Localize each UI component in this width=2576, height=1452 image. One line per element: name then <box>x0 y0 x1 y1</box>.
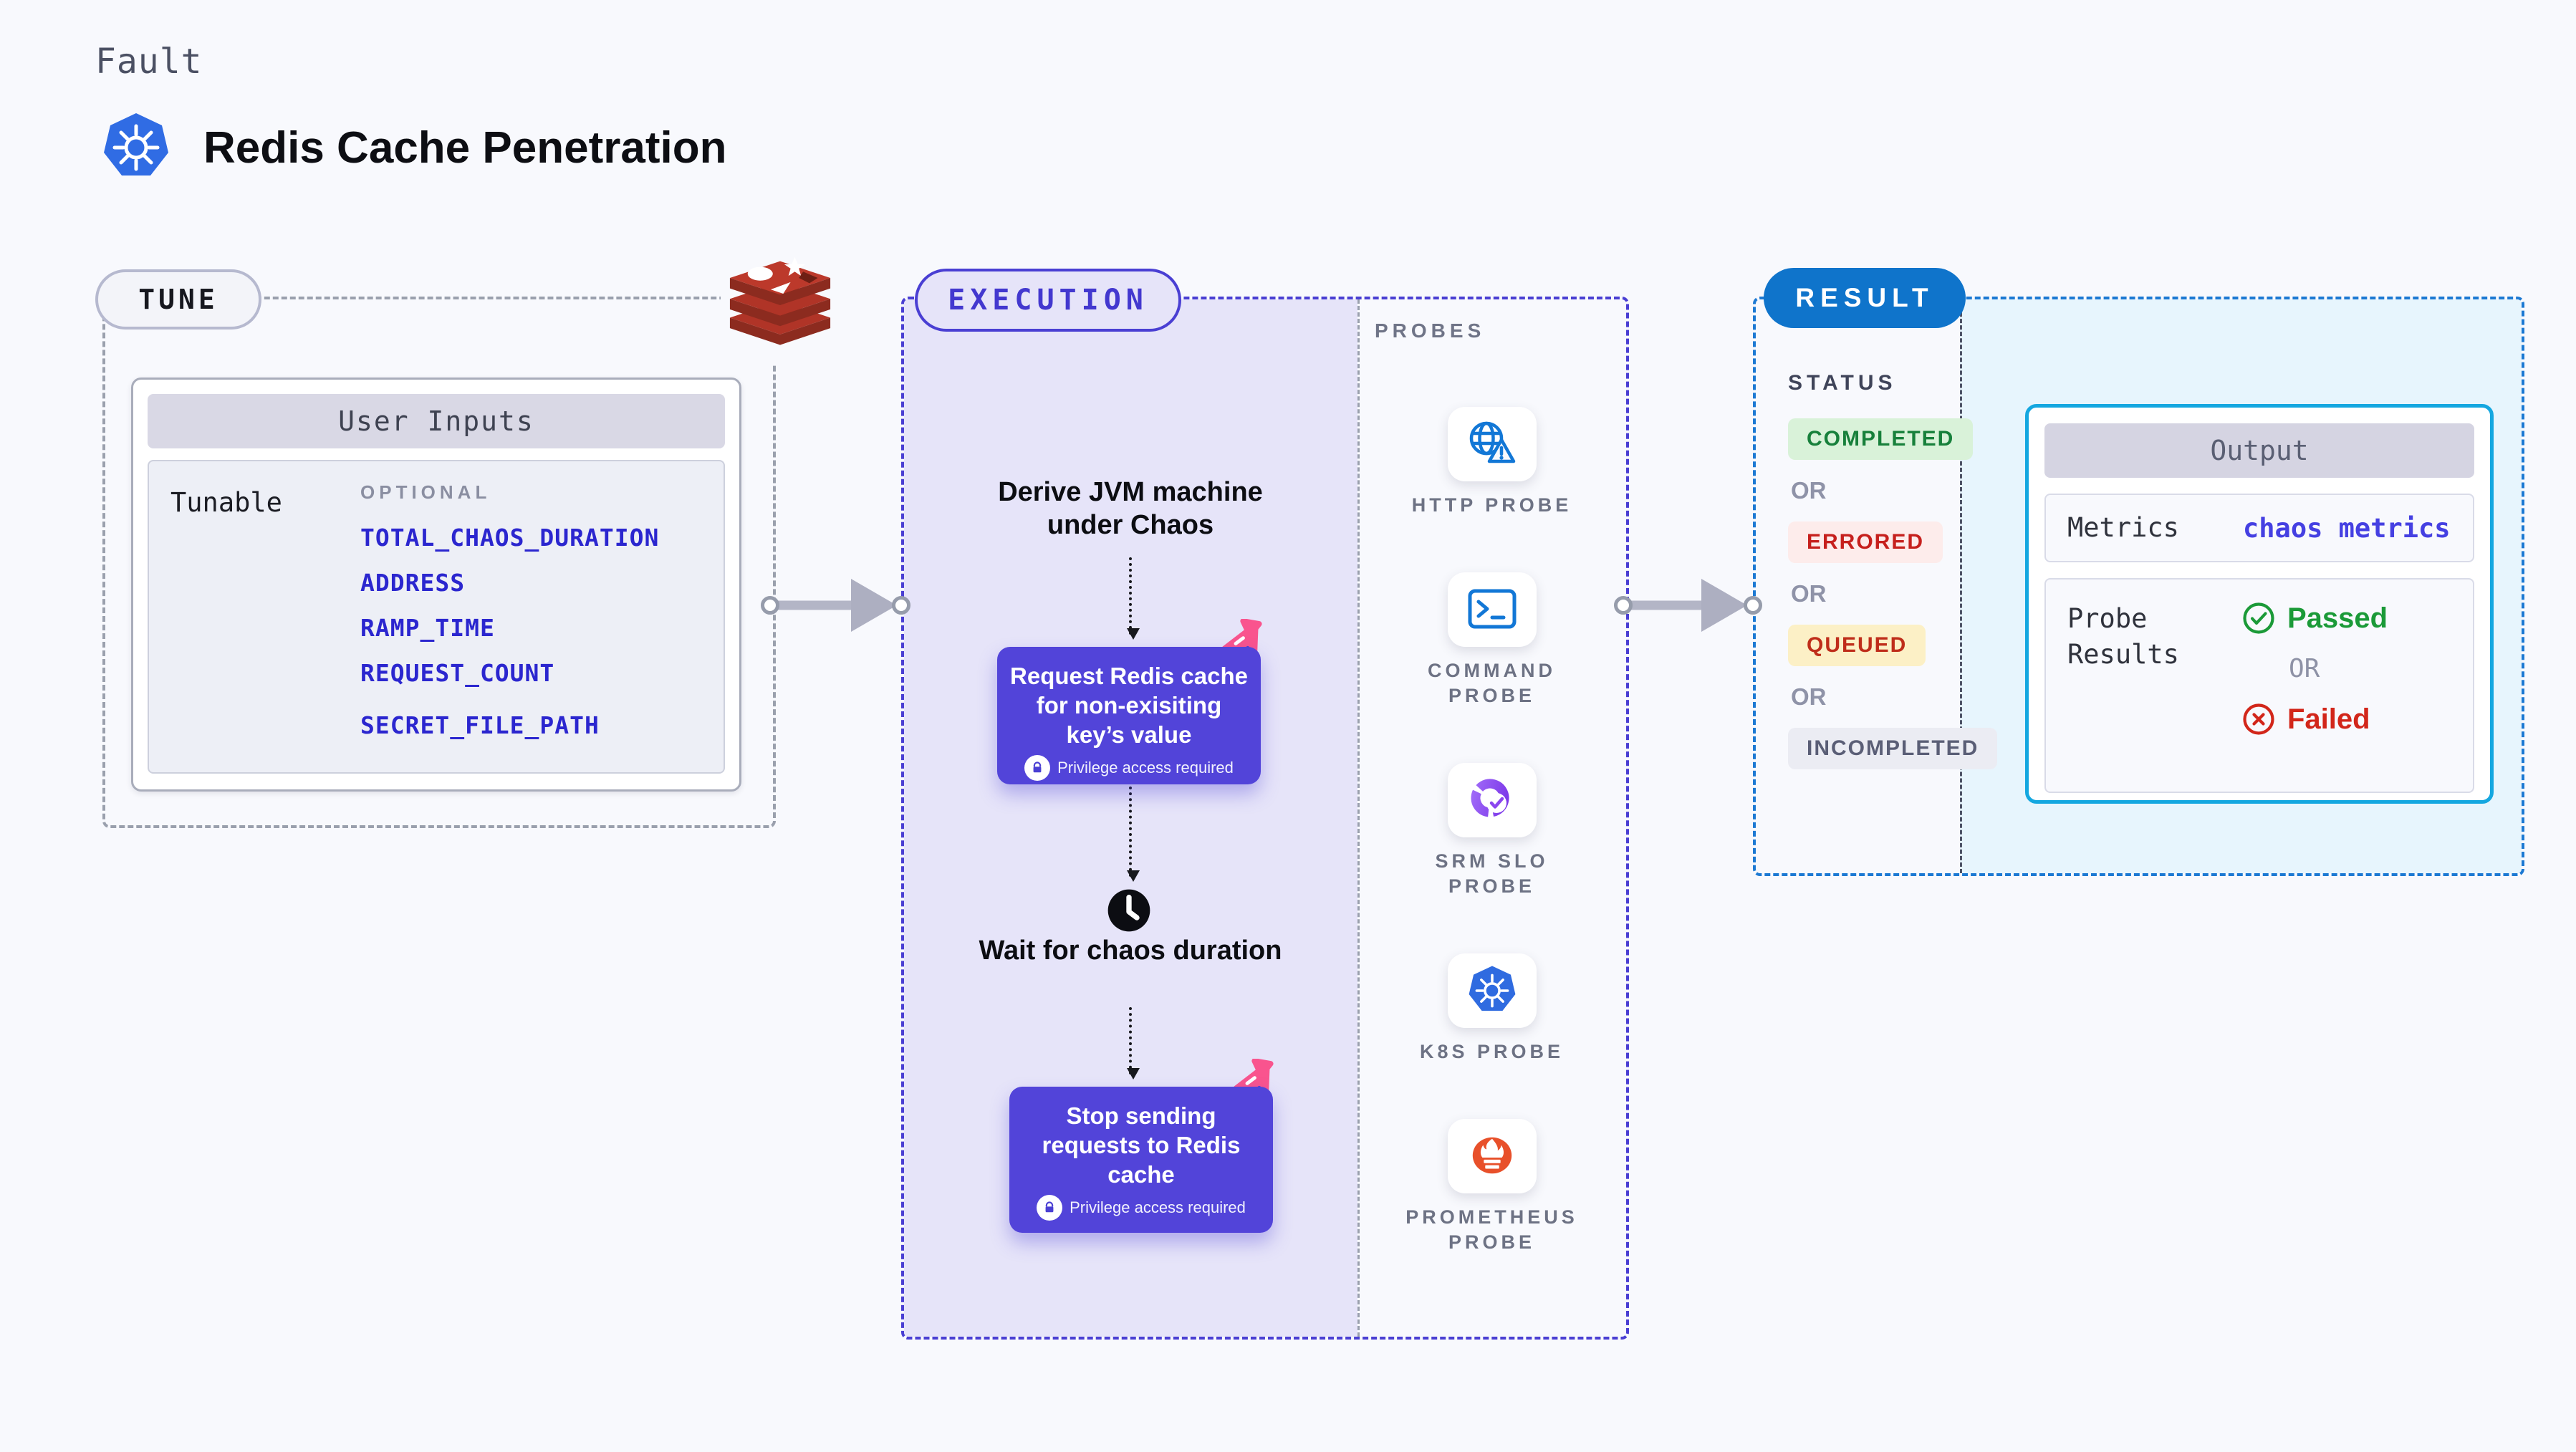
output-title: Output <box>2044 423 2474 478</box>
lock-icon <box>1024 755 1051 781</box>
stop-requests-step-label: Stop sending requests to Redis cache <box>1042 1102 1241 1188</box>
execution-pill: EXECUTION <box>915 269 1181 332</box>
user-inputs-card: User Inputs Tunable OPTIONAL TOTAL_CHAOS… <box>131 378 741 792</box>
request-redis-step-label: Request Redis cache for non-exisiting ke… <box>1010 663 1248 748</box>
probe-label: K8S PROBE <box>1419 1041 1565 1062</box>
connector-request-to-wait <box>1127 787 1140 882</box>
execution-connector-dot-left <box>892 596 910 615</box>
x-circle-icon <box>2243 703 2274 735</box>
connector-wait-to-stop <box>1127 1007 1140 1080</box>
inputs-list: OPTIONAL TOTAL_CHAOS_DURATION ADDRESS RA… <box>360 481 659 756</box>
failed-row: Failed <box>2241 702 2388 736</box>
prometheus-flame-icon <box>1447 1119 1537 1193</box>
terminal-icon <box>1447 572 1537 647</box>
status-badge-completed: COMPLETED <box>1788 418 1974 460</box>
status-badge-queued: QUEUED <box>1788 625 1926 666</box>
probes-title: PROBES <box>1375 319 1486 342</box>
connector-derive-to-request <box>1127 557 1140 640</box>
result-pill: RESULT <box>1764 268 1966 328</box>
status-badge-incompleted: INCOMPLETED <box>1788 728 1998 769</box>
fault-category-label: Fault <box>95 42 203 82</box>
clock-icon <box>1105 887 1153 934</box>
metrics-value: chaos metrics <box>2243 512 2451 544</box>
execution-probes-divider <box>1357 299 1360 1337</box>
execution-connector-dot-right <box>1614 596 1633 615</box>
probe-results-row: Probe Results Passed OR Failed <box>2044 578 2474 793</box>
probe-results-values: Passed OR Failed <box>2241 601 2388 736</box>
stop-requests-step: Stop sending requests to Redis cache Pri… <box>1009 1087 1273 1233</box>
user-inputs-title: User Inputs <box>148 394 725 448</box>
tune-connector-dot <box>761 596 779 615</box>
wait-step-label: Wait for chaos duration <box>979 936 1282 966</box>
page-title: Redis Cache Penetration <box>203 122 727 173</box>
probe-results-label: Probe Results <box>2067 603 2179 670</box>
kubernetes-icon <box>100 112 172 183</box>
or-label: OR <box>1791 683 1827 710</box>
status-list: COMPLETED OR ERRORED OR QUEUED OR INCOMP… <box>1788 418 1998 769</box>
failed-label: Failed <box>2287 703 2370 735</box>
result-connector-dot <box>1744 596 1762 615</box>
or-label: OR <box>1791 580 1827 607</box>
request-redis-step: Request Redis cache for non-exisiting ke… <box>997 647 1261 784</box>
probe-label: COMMAND PROBE <box>1428 660 1556 706</box>
user-inputs-body: Tunable OPTIONAL TOTAL_CHAOS_DURATION AD… <box>148 460 725 774</box>
result-section: STATUS COMPLETED OR ERRORED OR QUEUED OR… <box>1753 297 2524 876</box>
input-ramp-time: RAMP_TIME <box>360 614 495 642</box>
probe-k8s: K8S PROBE <box>1388 953 1596 1064</box>
status-badge-errored: ERRORED <box>1788 521 1943 563</box>
globe-warning-icon <box>1447 407 1537 481</box>
tunable-label: Tunable <box>170 487 282 518</box>
metrics-label: Metrics <box>2067 512 2179 543</box>
input-request-count: REQUEST_COUNT <box>360 659 555 687</box>
probes-list: HTTP PROBE COMMAND PROBE <box>1357 407 1626 1255</box>
probe-label: HTTP PROBE <box>1411 494 1572 516</box>
execution-to-result-arrowhead <box>1701 579 1747 632</box>
probe-prometheus: PROMETHEUS PROBE <box>1388 1119 1596 1255</box>
probe-label: PROMETHEUS PROBE <box>1405 1206 1578 1253</box>
input-secret-file-path: SECRET_FILE_PATH <box>360 711 600 739</box>
slo-gauge-icon <box>1447 763 1537 837</box>
check-circle-icon <box>2243 602 2274 634</box>
tune-to-execution-arrow <box>778 600 851 610</box>
probe-label: SRM SLO PROBE <box>1435 850 1549 897</box>
derive-step-label: Derive JVM machine under Chaos <box>998 477 1263 540</box>
output-card: Output Metrics chaos metrics Probe Resul… <box>2025 404 2494 804</box>
privilege-label: Privilege access required <box>1057 759 1234 777</box>
tune-to-execution-arrowhead <box>851 579 897 632</box>
tune-pill: TUNE <box>95 269 261 330</box>
metrics-row: Metrics chaos metrics <box>2044 494 2474 562</box>
tune-section <box>102 297 776 828</box>
execution-to-result-arrow <box>1631 600 1701 610</box>
probe-srm-slo: SRM SLO PROBE <box>1388 763 1596 899</box>
or-label: OR <box>1791 477 1827 504</box>
or-label: OR <box>2289 654 2320 683</box>
privilege-row: Privilege access required <box>1009 755 1249 781</box>
probe-command: COMMAND PROBE <box>1388 572 1596 708</box>
input-address: ADDRESS <box>360 569 466 597</box>
passed-label: Passed <box>2287 602 2388 634</box>
result-divider <box>1960 299 1962 873</box>
passed-row: Passed <box>2241 601 2388 635</box>
redis-icon <box>721 246 840 364</box>
probe-http: HTTP PROBE <box>1388 407 1596 518</box>
privilege-row: Privilege access required <box>1021 1195 1261 1221</box>
privilege-label: Privilege access required <box>1070 1198 1246 1216</box>
kubernetes-icon <box>1447 953 1537 1028</box>
optional-label: OPTIONAL <box>360 481 491 503</box>
execution-section: Derive JVM machine under Chaos Request R… <box>901 297 1629 1340</box>
lock-icon <box>1037 1195 1063 1221</box>
status-title: STATUS <box>1788 371 1897 395</box>
input-total-chaos-duration: TOTAL_CHAOS_DURATION <box>360 524 660 552</box>
